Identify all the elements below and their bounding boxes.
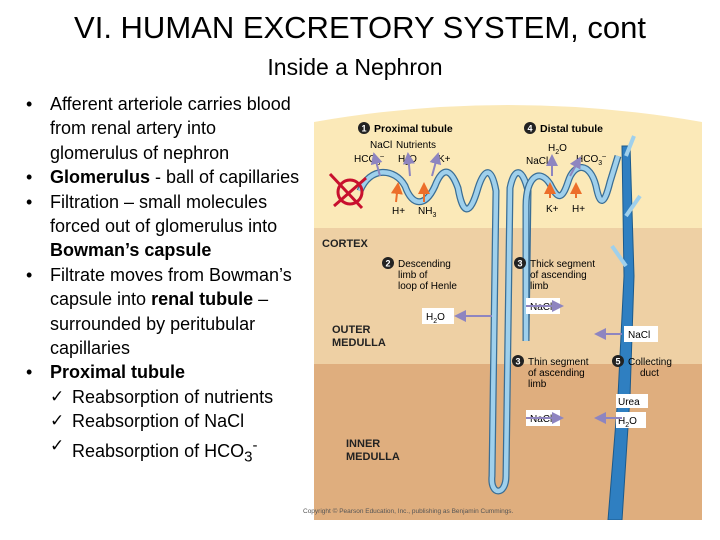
bullet-term: Proximal tubule [50, 362, 186, 383]
duct-branches [610, 135, 642, 268]
bullet-term: Glomerulus [50, 167, 151, 188]
thick-segment-label-group: 3 Thick segment of ascending limb [514, 257, 595, 292]
number-text: 2 [385, 259, 390, 269]
bullet-text: Afferent arteriole carries blood from re… [50, 94, 291, 163]
bullet-dot: • [26, 167, 33, 188]
solute-box [422, 308, 454, 324]
solute-nh3: NH3 [418, 206, 436, 219]
nephron-diagram: CORTEX OUTER MEDULLA INNER MEDULLA 1 Pro… [314, 105, 702, 520]
solute-nacl: NaCl [530, 414, 552, 425]
thin-segment-label: limb [528, 379, 547, 390]
bullet-term: Bowman’s capsule [50, 240, 212, 261]
check-text: Reabsorption of NaCl [72, 411, 245, 432]
solute-nacl: NaCl [628, 330, 650, 341]
transport-arrows [370, 152, 622, 424]
descending-limb-label-group: 2 Descending limb of loop of Henle [382, 257, 457, 292]
bullet-item-glomerulus: • Glomerulus - ball of capillaries [22, 165, 302, 189]
number-text: 5 [615, 357, 620, 367]
check-list: ✓ Reabsorption of nutrients ✓ Reabsorption… [50, 385, 302, 470]
number-text: 3 [515, 357, 520, 367]
distal-tubule-label-group: 4 Distal tubule [524, 122, 603, 135]
bullet-dot: • [26, 94, 33, 114]
solute-h-plus: H+ [392, 206, 405, 217]
check-sup: - [252, 436, 258, 454]
bullet-term: renal tubule [151, 289, 254, 310]
thick-segment-label: Thick segment [530, 259, 595, 270]
thin-segment-label: of ascending [528, 368, 585, 379]
thin-segment-label: Thin segment [528, 357, 589, 368]
solute-h2o: H2O [618, 416, 637, 429]
outer-medulla-label: MEDULLA [332, 337, 386, 349]
check-text: Reabsorption of nutrients [72, 386, 274, 407]
bullet-text: Filtration – small molecules forced out … [50, 191, 278, 237]
solute-nutrients: Nutrients [396, 140, 436, 151]
number-text: 4 [527, 124, 532, 134]
check-item: ✓ Reabsorption of nutrients [50, 385, 302, 409]
solute-box [624, 326, 658, 342]
bullet-dot: • [26, 362, 33, 383]
solute-hco3: HCO3– [576, 153, 606, 167]
copyright-notice: Copyright © Pearson Education, Inc., pub… [303, 508, 514, 515]
inner-medulla-label: MEDULLA [346, 451, 400, 463]
check-icon: ✓ [50, 411, 65, 431]
solute-h2o: H2O [426, 312, 445, 325]
number-badge [512, 355, 524, 367]
proximal-tubule-label: Proximal tubule [374, 123, 453, 135]
solute-box [616, 394, 648, 408]
solute-nacl: NaCl [530, 302, 552, 313]
solute-urea: Urea [618, 397, 640, 408]
outer-medulla-label: OUTER [332, 324, 371, 336]
check-icon: ✓ [50, 386, 65, 406]
descending-limb-label: Descending [398, 259, 451, 270]
thick-segment-label: limb [530, 281, 549, 292]
solute-h-plus: H+ [572, 204, 585, 215]
distal-tubule-label: Distal tubule [540, 123, 603, 135]
number-badge [524, 122, 536, 134]
bullet-text: – surrounded by peritubular capillaries [50, 289, 269, 359]
solute-k-plus: K+ [438, 154, 451, 165]
bullet-text: - ball of capillaries [150, 167, 300, 188]
bullet-item-afferent: • Afferent arteriole carries blood from r… [22, 92, 302, 165]
thick-segment-label: of ascending [530, 270, 587, 281]
bullet-item-filtration: • Filtration – small molecules forced out… [22, 190, 302, 263]
slide-title: VI. HUMAN EXCRETORY SYSTEM, cont [74, 10, 646, 45]
check-sub: 3 [244, 448, 253, 466]
thin-segment-label-group: 3 Thin segment of ascending limb [512, 355, 589, 390]
collecting-duct-label-group: 5 Collecting duct [612, 355, 672, 379]
bullet-text: Filtrate moves from Bowman’s capsule int… [50, 264, 292, 310]
collecting-duct-label: Collecting [628, 357, 672, 368]
inner-medulla-label: INNER [346, 438, 380, 450]
number-badge [358, 122, 370, 134]
number-badge [514, 257, 526, 269]
number-badge [612, 355, 624, 367]
solute-hco3: HCO3– [354, 153, 384, 167]
solute-box [616, 412, 646, 428]
tubule-lumen [357, 169, 531, 494]
glomerulus [328, 172, 367, 210]
proximal-tubule-label-group: 1 Proximal tubule [358, 122, 453, 135]
solute-nacl: NaCl [526, 156, 548, 167]
solute-nacl: NaCl [370, 140, 392, 151]
collecting-duct-label: duct [640, 368, 659, 379]
solute-h2o: H2O [548, 143, 567, 156]
bullet-item-filtrate: • Filtrate moves from Bowman’s capsule in… [22, 263, 302, 361]
solute-k-plus: K+ [546, 204, 559, 215]
number-badge [382, 257, 394, 269]
bullet-item-proximal: • Proximal tubule ✓ Reabsorption of nutrie… [22, 360, 302, 469]
descending-limb-label: limb of [398, 270, 428, 281]
number-text: 3 [517, 259, 522, 269]
descending-limb-label: loop of Henle [398, 281, 457, 292]
bullet-dot: • [26, 264, 33, 285]
slide-subtitle-text: Inside a Nephron [267, 54, 443, 80]
check-item: ✓ Reabsorption of NaCl [50, 409, 302, 433]
bullet-dot: • [26, 191, 33, 212]
distal-lumen [523, 155, 621, 341]
number-text: 1 [361, 124, 366, 134]
cortex-label: CORTEX [322, 238, 369, 250]
check-icon: ✓ [50, 435, 65, 455]
bullet-list: • Afferent arteriole carries blood from r… [22, 92, 302, 470]
slide-subtitle: Inside a Nephron [0, 52, 720, 82]
check-item: ✓ Reabsorption of HCO3- [50, 434, 302, 470]
check-text: Reabsorption of HCO [72, 440, 245, 461]
